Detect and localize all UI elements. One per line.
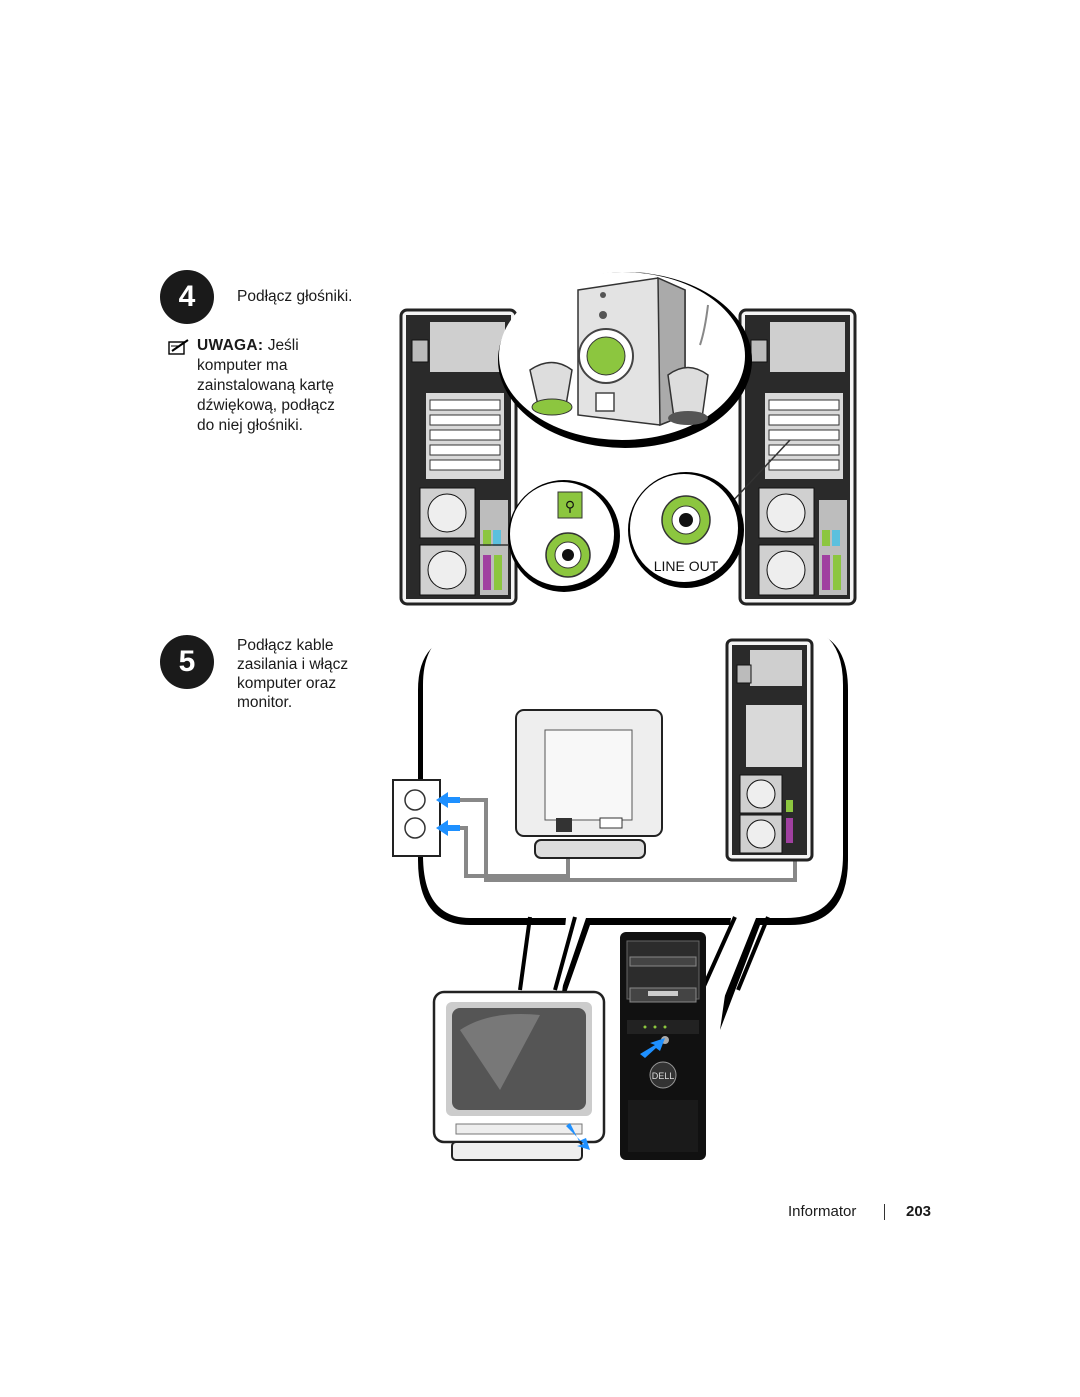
tower-back-right: [738, 308, 857, 606]
note-line-5: do niej głośniki.: [197, 417, 303, 434]
tower-back-left: [399, 308, 518, 606]
note-line-3: zainstalowaną kartę: [197, 377, 334, 394]
footer-separator: [884, 1204, 885, 1220]
note-line-1: Jeśli: [267, 337, 299, 354]
speakers-callout: [480, 272, 791, 546]
step-5-number: 5: [160, 635, 214, 689]
monitor-back: [515, 709, 663, 859]
tower-front: DELL: [620, 932, 706, 1160]
svg-text:⚲: ⚲: [565, 499, 575, 515]
step-4-note: UWAGA: Jeśli: [197, 336, 299, 356]
plug-arrow-icons: [436, 792, 460, 836]
audio-jack-callout: ⚲: [508, 480, 620, 592]
wall-outlet: [392, 779, 441, 857]
note-line-4: dźwiękową, podłącz: [197, 397, 335, 414]
step-5-line-4: monitor.: [237, 694, 293, 711]
monitor-front: [432, 990, 606, 1161]
footer-section: Informator: [788, 1203, 857, 1220]
step-5-line-2: zasilania i włącz: [237, 656, 349, 673]
line-out-label: LINE OUT: [654, 558, 719, 574]
note-line-2: komputer ma: [197, 357, 288, 374]
brand-logo: DELL: [652, 1071, 675, 1081]
line-out-callout: LINE OUT: [628, 472, 744, 588]
tower-back-step5: [725, 638, 814, 862]
page-number: 203: [906, 1203, 932, 1220]
step-5-line-1: Podłącz kable: [237, 637, 334, 654]
step-4-number: 4: [160, 270, 214, 324]
note-label: UWAGA:: [197, 337, 264, 354]
step-4-instruction: Podłącz głośniki.: [237, 288, 353, 305]
note-pencil-icon: [168, 339, 189, 355]
step-5-line-3: komputer oraz: [237, 675, 337, 692]
